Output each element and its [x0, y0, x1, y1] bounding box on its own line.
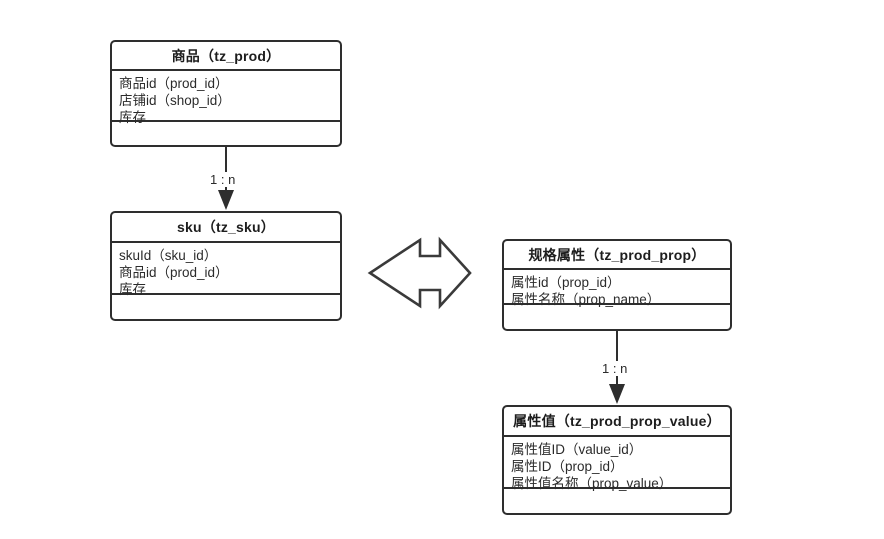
entity-title-prod-prop: 规格属性（tz_prod_prop）: [504, 241, 730, 270]
cardinality-label-prop-prop-value: 1 : n: [600, 361, 630, 376]
entity-title-sku: sku（tz_sku）: [112, 213, 340, 243]
entity-attributes-prod-prop-value: 属性值ID（value_id） 属性ID（prop_id） 属性值名称（prop…: [504, 437, 730, 491]
entity-title-prod-prop-value: 属性值（tz_prod_prop_value）: [504, 407, 730, 437]
entity-methods-sku: [112, 295, 340, 319]
entity-box-prod-prop-value[interactable]: 属性值（tz_prod_prop_value） 属性值ID（value_id） …: [502, 405, 732, 515]
entity-box-sku[interactable]: sku（tz_sku） skuId（sku_id） 商品id（prod_id） …: [110, 211, 342, 321]
attribute-row: 属性值名称（prop_value）: [511, 476, 673, 491]
entity-methods-prod: [112, 122, 340, 145]
double-headed-arrow-icon: [367, 236, 472, 310]
entity-attributes-sku: skuId（sku_id） 商品id（prod_id） 库存: [112, 243, 340, 297]
attribute-row: 属性id（prop_id）: [511, 275, 621, 290]
entity-methods-prod-prop: [504, 305, 730, 329]
entity-box-prod-prop[interactable]: 规格属性（tz_prod_prop） 属性id（prop_id） 属性名称（pr…: [502, 239, 732, 331]
attribute-row: 店铺id（shop_id）: [119, 93, 231, 108]
entity-attributes-prod: 商品id（prod_id） 店铺id（shop_id） 库存: [112, 71, 340, 125]
attribute-row: 属性值ID（value_id）: [511, 442, 643, 457]
connector-prop-to-prop-value: [609, 331, 625, 404]
entity-methods-prod-prop-value: [504, 489, 730, 513]
attribute-row: skuId（sku_id）: [119, 248, 218, 263]
entity-title-prod: 商品（tz_prod）: [112, 42, 340, 71]
attribute-row: 商品id（prod_id）: [119, 265, 229, 280]
cardinality-label-prod-sku: 1 : n: [208, 172, 238, 187]
attribute-row: 属性ID（prop_id）: [511, 459, 624, 474]
attribute-row: 库存: [119, 282, 146, 297]
attribute-row: 属性名称（prop_name）: [511, 292, 661, 307]
entity-box-prod[interactable]: 商品（tz_prod） 商品id（prod_id） 店铺id（shop_id） …: [110, 40, 342, 147]
attribute-row: 库存: [119, 110, 146, 125]
entity-attributes-prod-prop: 属性id（prop_id） 属性名称（prop_name）: [504, 270, 730, 307]
attribute-row: 商品id（prod_id）: [119, 76, 229, 91]
connector-prod-to-sku: [218, 147, 234, 210]
